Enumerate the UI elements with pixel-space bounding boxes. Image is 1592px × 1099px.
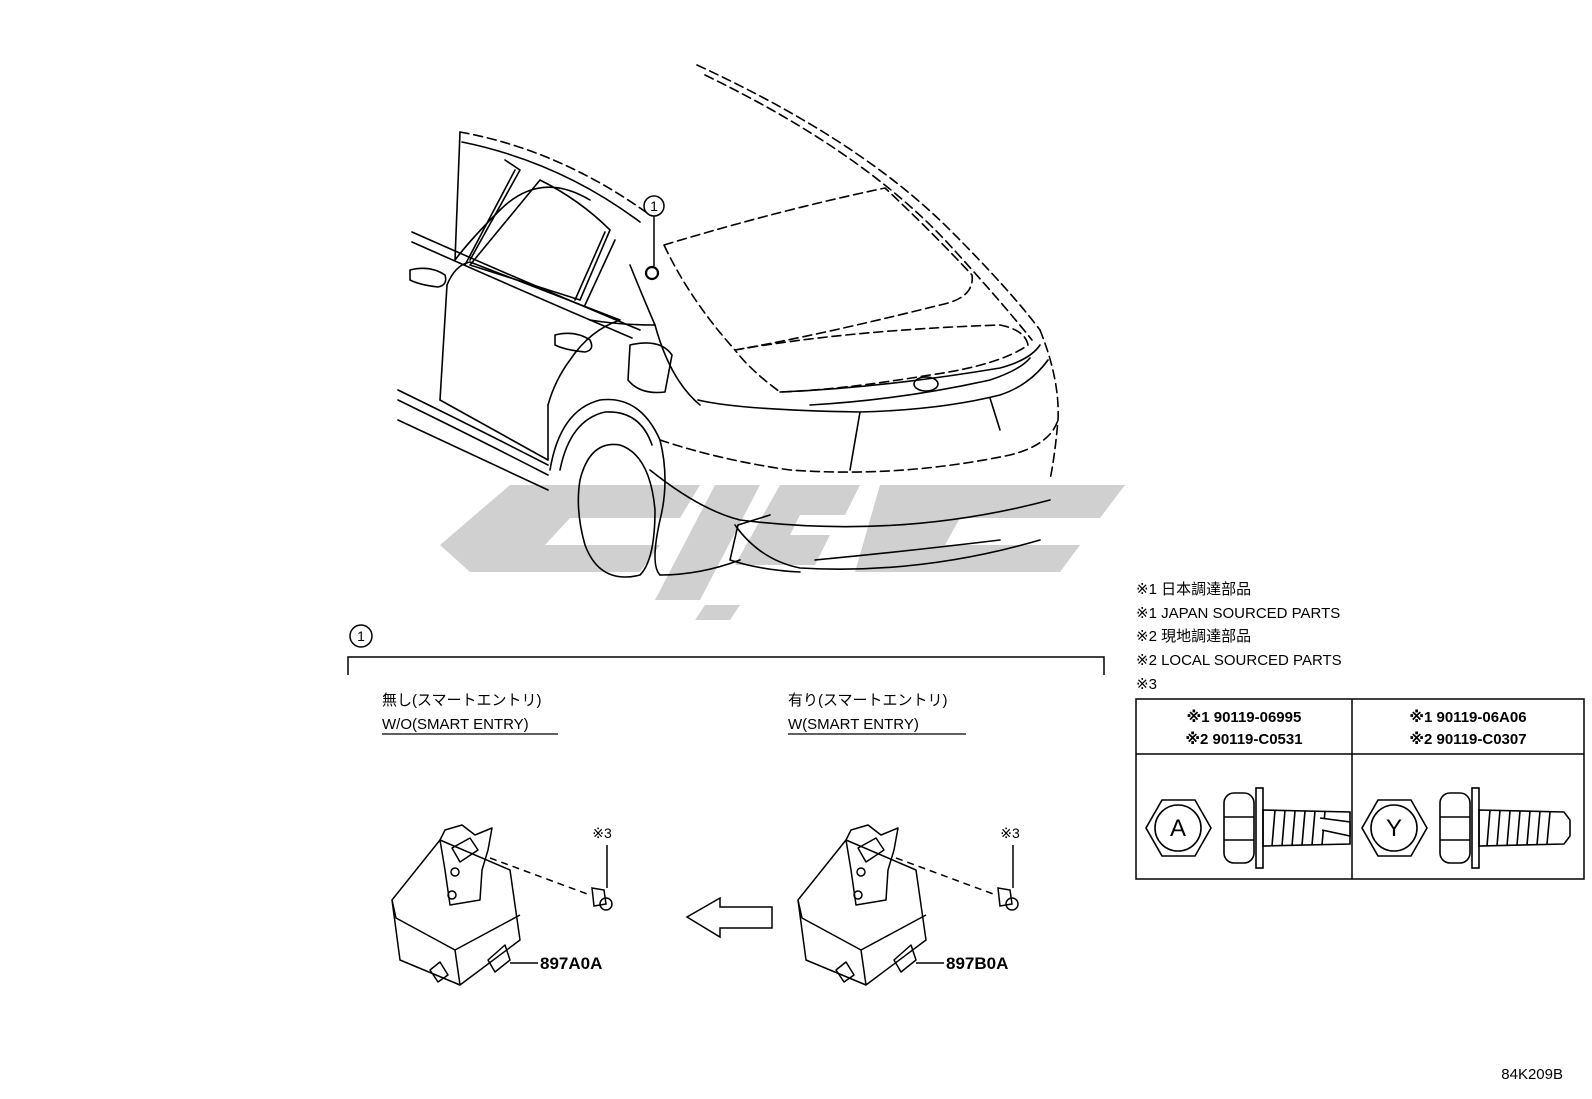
callout-1-car: 1 (643, 195, 665, 281)
part-number-left-text: 897A0A (540, 954, 602, 973)
variant-left-labels: 無し(スマートエントリ) W/O(SMART ENTRY) (382, 692, 558, 735)
part-number-left: 897A0A (510, 954, 602, 973)
screw-right-note: ※3 (1000, 825, 1020, 841)
bolt-a-drawing: A (1145, 787, 1351, 869)
legend: ※1 日本調達部品 ※1 JAPAN SOURCED PARTS ※2 現地調達… (1136, 581, 1342, 693)
part-number-right: 897B0A (916, 954, 1008, 973)
module-left (391, 824, 521, 986)
section-callout-number: 1 (357, 628, 365, 644)
bolt-y-head-letter: Y (1386, 815, 1402, 842)
sensor-location-marker (644, 265, 660, 281)
diagram-code: 84K209B (1501, 1066, 1563, 1083)
bolt-col1-row2: ※2 90119-C0531 (1185, 730, 1302, 748)
direction-arrow (685, 896, 773, 939)
bolt-y-drawing: Y (1361, 787, 1571, 869)
variant-right-en: W(SMART ENTRY) (788, 716, 919, 733)
car-outline (397, 64, 1059, 578)
variant-left-en: W/O(SMART ENTRY) (382, 716, 529, 733)
part-number-right-text: 897B0A (946, 954, 1008, 973)
section-bracket: 1 (347, 624, 1105, 675)
watermark-logo (440, 485, 1125, 620)
legend-line-1: ※1 日本調達部品 (1136, 581, 1251, 598)
legend-line-2: ※1 JAPAN SOURCED PARTS (1136, 605, 1340, 622)
legend-line-5: ※3 (1136, 676, 1157, 693)
legend-line-4: ※2 LOCAL SOURCED PARTS (1136, 652, 1342, 669)
bolt-col1-row1: ※1 90119-06995 (1187, 708, 1302, 726)
variant-right-jp: 有り(スマートエントリ) (788, 692, 948, 709)
callout-number: 1 (650, 198, 658, 214)
module-right (797, 824, 927, 986)
bolt-a-head-letter: A (1170, 815, 1186, 842)
variant-right-labels: 有り(スマートエントリ) W(SMART ENTRY) (788, 692, 966, 735)
bolt-table: ※1 90119-06995 ※2 90119-C0531 ※1 90119-0… (1135, 698, 1585, 880)
screw-left: ※3 (489, 825, 613, 911)
variant-left-jp: 無し(スマートエントリ) (382, 692, 542, 709)
bolt-col2-row2: ※2 90119-C0307 (1409, 730, 1526, 748)
bolt-col2-row1: ※1 90119-06A06 (1409, 708, 1526, 726)
screw-left-note: ※3 (592, 825, 612, 841)
screw-right: ※3 (895, 825, 1020, 911)
legend-line-3: ※2 現地調達部品 (1136, 628, 1251, 645)
